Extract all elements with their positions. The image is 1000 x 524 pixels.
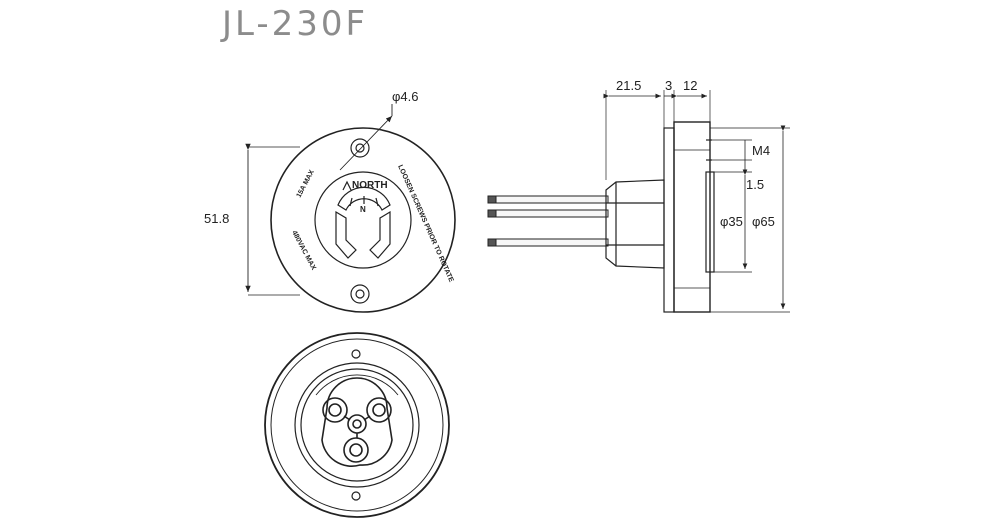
dim-outer-diameter: φ65 — [752, 214, 775, 229]
slot-left — [335, 210, 357, 259]
bottom-mount-hole — [350, 284, 370, 304]
strain-relief — [605, 179, 665, 269]
top-mount-hole — [350, 138, 370, 158]
front-outer-circle — [270, 127, 456, 313]
bottom-body-circle — [294, 362, 420, 488]
dim-hole-diameter: φ4.6 — [392, 89, 419, 104]
label-n: N — [360, 205, 366, 214]
housing — [673, 121, 711, 313]
wires — [487, 195, 609, 247]
slot-right — [369, 210, 391, 259]
contact-trefoil — [321, 377, 393, 467]
dim-thread: M4 — [752, 143, 770, 158]
label-north: NORTH — [352, 180, 388, 191]
dim-inner-diameter: φ35 — [720, 214, 743, 229]
label-warning: LOOSEN SCREWS PRIOR TO ROTATE — [396, 164, 454, 284]
front-inner-circle — [314, 171, 412, 269]
product-title: JL-230F — [222, 4, 369, 44]
dim-flange: 3 — [665, 78, 672, 93]
dim-step: 1.5 — [746, 177, 764, 192]
dim-height: 51.8 — [204, 211, 229, 226]
bottom-view — [264, 332, 450, 518]
label-rating-amps: 15A MAX — [296, 169, 316, 199]
dim-body-length: 21.5 — [616, 78, 641, 93]
dim-housing: 12 — [683, 78, 697, 93]
label-rating-volts: 480VAC MAX — [290, 230, 317, 272]
slot-top — [337, 186, 391, 211]
bottom-outer-circle — [264, 332, 450, 518]
front-view — [245, 104, 456, 313]
flange — [663, 127, 675, 313]
side-view — [487, 90, 790, 313]
